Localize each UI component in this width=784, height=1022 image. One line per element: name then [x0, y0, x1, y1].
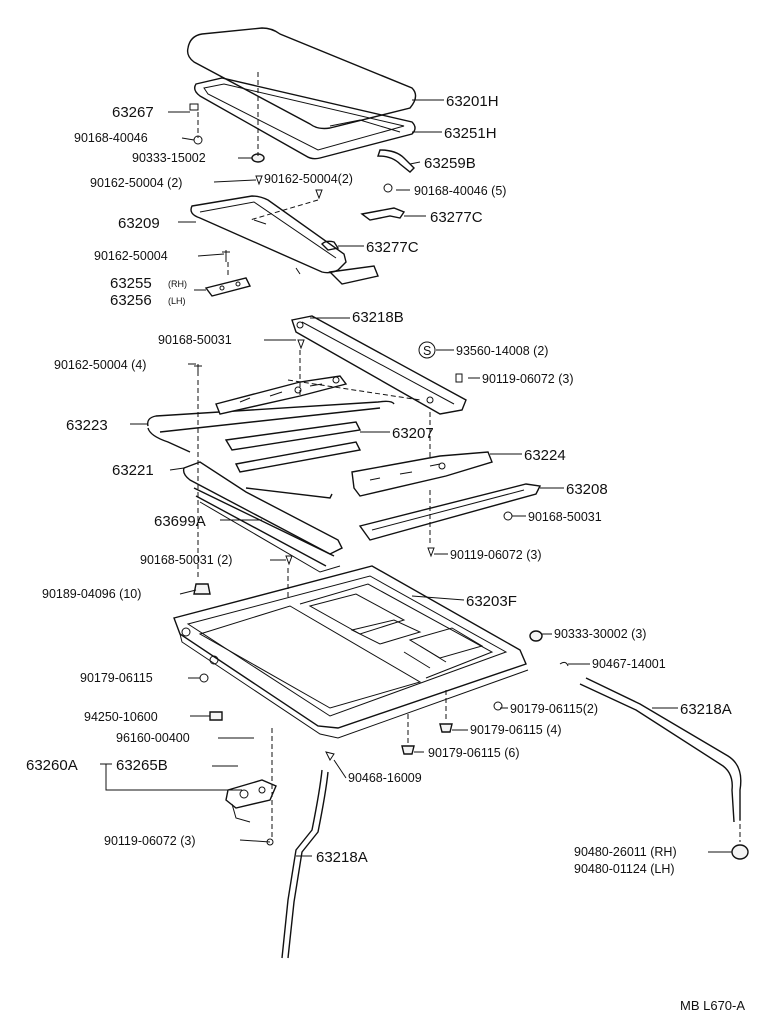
- guide-63207: [224, 421, 362, 451]
- label-63218A-b: 63218A: [316, 849, 368, 866]
- label-63267: 63267: [112, 104, 154, 121]
- label-63221: 63221: [112, 462, 154, 479]
- label-63265B: 63265B: [116, 757, 168, 774]
- label-90168-50031-a: 90168-50031: [158, 333, 232, 347]
- rail-63208: [358, 483, 542, 541]
- label-63218B: 63218B: [352, 309, 404, 326]
- part-63259B-strip: [377, 149, 415, 173]
- svg-text:S: S: [423, 344, 431, 358]
- label-90119-06072-3c: 90119-06072 (3): [104, 834, 196, 848]
- label-63203F: 63203F: [466, 593, 517, 610]
- label-90179-06115-6: 90179-06115 (6): [428, 746, 520, 760]
- label-90162-50004-4: 90162-50004 (4): [54, 358, 146, 372]
- cable-tube: [245, 487, 333, 499]
- label-63201H: 63201H: [446, 93, 499, 110]
- sunshade-frame: [190, 195, 379, 285]
- frame-63221: [182, 461, 343, 573]
- rail-63218B: [291, 315, 467, 415]
- bracket-63255: [204, 277, 252, 297]
- label-63224: 63224: [524, 447, 566, 464]
- label-63277C-b: 63277C: [366, 239, 419, 256]
- label-96160-00400: 96160-00400: [116, 731, 190, 745]
- sunroof-glass-panel: [186, 27, 417, 130]
- clip-63277C-b: [321, 240, 340, 251]
- label-63256: 63256: [110, 292, 152, 309]
- label-63218A-a: 63218A: [680, 701, 732, 718]
- label-63256-side: (LH): [168, 296, 186, 306]
- label-93560-14008: 93560-14008 (2): [456, 344, 548, 358]
- label-90333-30002: 90333-30002 (3): [554, 627, 646, 641]
- label-90189-04096: 90189-04096 (10): [42, 587, 141, 601]
- label-90119-06072-3b: 90119-06072 (3): [450, 548, 542, 562]
- label-90162-50004: 90162-50004: [94, 249, 168, 263]
- projection-lines: [197, 72, 741, 842]
- label-90168-40046-5: 90168-40046 (5): [414, 184, 506, 198]
- part-labels: 63201H 63251H 63267 90168-40046 90333-15…: [26, 93, 745, 1013]
- label-94250-10600: 94250-10600: [84, 710, 158, 724]
- label-63699A: 63699A: [154, 513, 206, 530]
- label-90168-40046: 90168-40046: [74, 131, 148, 145]
- fasteners-lower: [193, 339, 569, 846]
- label-63223: 63223: [66, 417, 108, 434]
- label-90480-01124: 90480-01124 (LH): [574, 862, 675, 876]
- s-mark-icon: S: [418, 341, 436, 359]
- motor-bracket-63265B: [225, 779, 277, 823]
- label-90179-06115-a: 90179-06115: [80, 671, 153, 685]
- label-90119-06072-3a: 90119-06072 (3): [482, 372, 574, 386]
- label-63255: 63255: [110, 275, 152, 292]
- sunroof-housing-63203F: [173, 565, 529, 739]
- slider-bracket-front: [215, 375, 348, 415]
- drive-cable-63223: [146, 400, 395, 453]
- label-63251H: 63251H: [444, 125, 497, 142]
- leader-lines: [100, 99, 732, 857]
- label-90162-50004-2a: 90162-50004 (2): [90, 176, 182, 190]
- diagram-code: MB L670-A: [680, 998, 745, 1013]
- label-90333-15002: 90333-15002: [132, 151, 206, 165]
- slider-bracket-63224: [351, 451, 493, 497]
- drain-hose-left: [281, 769, 329, 959]
- label-90468-16009: 90468-16009: [348, 771, 422, 785]
- label-63277C-a: 63277C: [430, 209, 483, 226]
- label-63259B: 63259B: [424, 155, 476, 172]
- label-63207: 63207: [392, 425, 434, 442]
- label-90480-26011: 90480-26011 (RH): [574, 845, 677, 859]
- label-63209: 63209: [118, 215, 160, 232]
- label-90179-06115-4: 90179-06115 (4): [470, 723, 562, 737]
- glass-weatherstrip: [193, 77, 416, 160]
- guide-63207-lower: [234, 441, 362, 473]
- label-90467-14001: 90467-14001: [592, 657, 666, 671]
- clip-63277C-a: [360, 207, 406, 221]
- label-63260A: 63260A: [26, 757, 78, 774]
- label-63208: 63208: [566, 481, 608, 498]
- label-90168-50031-b: 90168-50031: [528, 510, 602, 524]
- label-90162-50004-2b: 90162-50004(2): [264, 172, 353, 186]
- drain-hose-right: [579, 677, 749, 860]
- label-63255-side: (RH): [168, 279, 187, 289]
- label-90168-50031-2: 90168-50031 (2): [140, 553, 232, 567]
- label-90179-06115-2: 90179-06115(2): [510, 702, 598, 716]
